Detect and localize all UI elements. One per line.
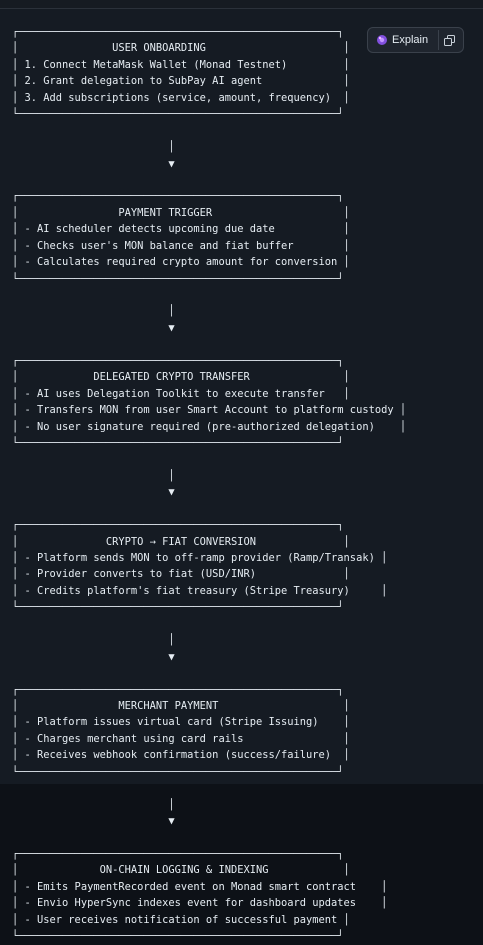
code-line: ┌───────────────────────────────────────…	[12, 354, 344, 367]
code-line	[12, 336, 406, 352]
code-line: │	[12, 798, 175, 811]
code-line	[12, 451, 406, 467]
code-line: │ - Credits platform's fiat treasury (St…	[12, 584, 388, 597]
code-line: └───────────────────────────────────────…	[12, 930, 344, 943]
code-line: │ - Receives webhook confirmation (succe…	[12, 749, 350, 762]
code-line: │ PAYMENT TRIGGER │	[12, 206, 350, 219]
code-line: │ DELEGATED CRYPTO TRANSFER │	[12, 371, 350, 384]
code-line: ▼	[12, 321, 175, 334]
code-line: │ CRYPTO → FIAT CONVERSION │	[12, 535, 350, 548]
code-line	[12, 665, 406, 681]
code-line: │ MERCHANT PAYMENT │	[12, 699, 350, 712]
code-line: ▼	[12, 650, 175, 663]
explain-button[interactable]: Explain	[372, 30, 434, 50]
code-line: │ - User receives notification of succes…	[12, 913, 350, 926]
code-line: │ - Provider converts to fiat (USD/INR) …	[12, 568, 350, 581]
code-line: └───────────────────────────────────────…	[12, 601, 344, 614]
code-line: │	[12, 141, 175, 154]
code-line	[12, 616, 406, 632]
code-line: │ ON-CHAIN LOGGING & INDEXING │	[12, 864, 350, 877]
copy-button[interactable]	[438, 30, 459, 50]
code-toolbar: Explain	[367, 27, 465, 53]
code-line: └───────────────────────────────────────…	[12, 436, 344, 449]
code-line: ┌───────────────────────────────────────…	[12, 683, 344, 696]
copy-icon	[443, 34, 455, 46]
code-line: │ USER ONBOARDING │	[12, 42, 350, 55]
code-line: │ - Checks user's MON balance and fiat b…	[12, 239, 350, 252]
code-line: ▼	[12, 157, 175, 170]
code-line: ▼	[12, 815, 175, 827]
code-line: │ 2. Grant delegation to SubPay AI agent…	[12, 75, 350, 88]
code-line: │ - AI uses Delegation Toolkit to execut…	[12, 387, 350, 400]
code-line: │	[12, 469, 175, 482]
code-line: │ 1. Connect MetaMask Wallet (Monad Test…	[12, 58, 350, 71]
code-line: │ - Calculates required crypto amount fo…	[12, 256, 350, 269]
code-line	[12, 501, 406, 517]
code-line: └───────────────────────────────────────…	[12, 108, 344, 121]
code-line: │	[12, 305, 175, 318]
code-line: │ - Platform sends MON to off-ramp provi…	[12, 552, 388, 564]
code-line: └───────────────────────────────────────…	[12, 765, 344, 778]
explain-label: Explain	[392, 34, 429, 46]
code-line: ▼	[12, 486, 175, 499]
code-line: │ - No user signature required (pre-auth…	[12, 420, 407, 433]
code-line: │ - Envio HyperSync indexes event for da…	[12, 897, 388, 910]
code-block: ┌───────────────────────────────────────…	[12, 24, 406, 945]
code-line: ┌───────────────────────────────────────…	[12, 26, 344, 38]
code-line	[12, 287, 406, 303]
code-line: └───────────────────────────────────────…	[12, 272, 344, 285]
code-line: │	[12, 634, 175, 647]
code-line	[12, 123, 406, 139]
code-line: │ - Transfers MON from user Smart Accoun…	[12, 404, 407, 417]
code-line	[12, 172, 406, 188]
code-line: │ - Emits PaymentRecorded event on Monad…	[12, 880, 388, 893]
code-line: ┌───────────────────────────────────────…	[12, 519, 344, 532]
code-line: │ - AI scheduler detects upcoming due da…	[12, 223, 350, 236]
code-line	[12, 829, 406, 845]
code-line: │ - Charges merchant using card rails │	[12, 732, 350, 745]
code-line: │ - Platform issues virtual card (Stripe…	[12, 716, 350, 729]
code-line: ┌───────────────────────────────────────…	[12, 190, 344, 203]
code-line: │ 3. Add subscriptions (service, amount,…	[12, 91, 350, 104]
code-block-panel	[0, 8, 483, 784]
sparkle-icon	[376, 34, 388, 46]
code-line: ┌───────────────────────────────────────…	[12, 847, 344, 860]
top-strip	[0, 0, 483, 8]
